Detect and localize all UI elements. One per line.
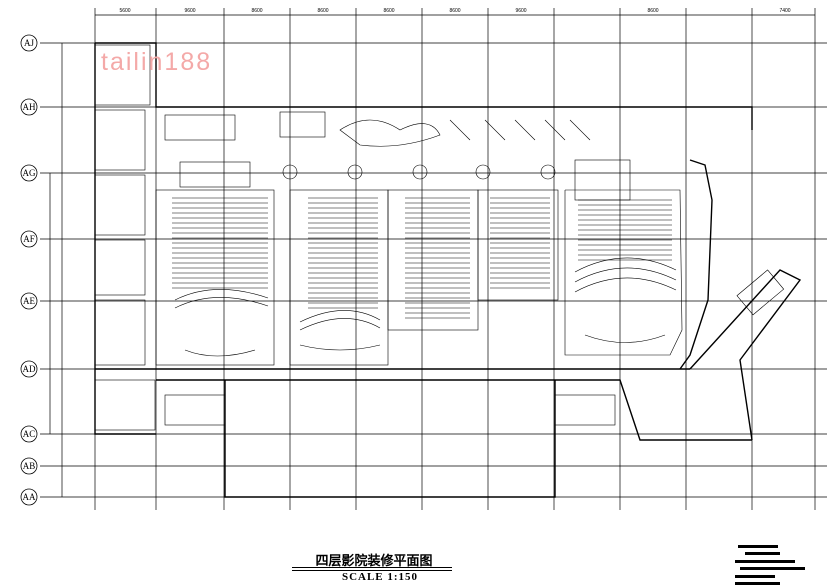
axis-label-AG: AG	[23, 168, 36, 178]
dim-6: 8600	[449, 8, 460, 14]
dim-7: 9600	[515, 8, 526, 14]
title-underline-2	[292, 570, 452, 571]
watermark: tailin188	[101, 48, 213, 76]
axis-label-AE: AE	[23, 296, 35, 306]
dim-3: 8600	[251, 8, 262, 14]
auditorium-hall-4	[477, 189, 559, 301]
dim-8: 8600	[647, 8, 658, 14]
dim-4: 8600	[317, 8, 328, 14]
seating-rows	[172, 197, 672, 319]
axis-label-AA: AA	[23, 492, 36, 502]
dim-1: 5600	[119, 8, 130, 14]
auditorium-hall-2	[289, 189, 389, 366]
legend-block	[735, 545, 805, 585]
axis-label-AB: AB	[23, 461, 36, 471]
stair-cores	[94, 44, 785, 426]
axis-label-AJ: AJ	[24, 38, 34, 48]
title-underline	[292, 567, 452, 568]
axis-label-AD: AD	[23, 364, 36, 374]
service-rooms	[94, 109, 156, 431]
drawing-scale: SCALE 1:150	[341, 571, 419, 583]
axis-label-AF: AF	[23, 234, 35, 244]
dim-5: 8600	[383, 8, 394, 14]
exterior-walls	[94, 42, 802, 498]
axis-label-AC: AC	[23, 429, 36, 439]
drawing-title: 四层影院装修平面图	[315, 554, 433, 569]
dim-2: 9600	[184, 8, 195, 14]
axis-bubbles: AJ AH AG AF AE AD AC AB AA	[20, 34, 38, 506]
auditorium-hall-5	[564, 189, 683, 356]
auditorium-hall-1	[155, 189, 275, 366]
auditorium-hall-3	[387, 189, 479, 331]
lobby-furniture	[164, 111, 631, 201]
dim-9: 7400	[779, 8, 790, 14]
axis-label-AH: AH	[23, 102, 36, 112]
column-dimensions: 5600 9600 8600 8600 8600 8600 9600 8600 …	[119, 8, 790, 14]
